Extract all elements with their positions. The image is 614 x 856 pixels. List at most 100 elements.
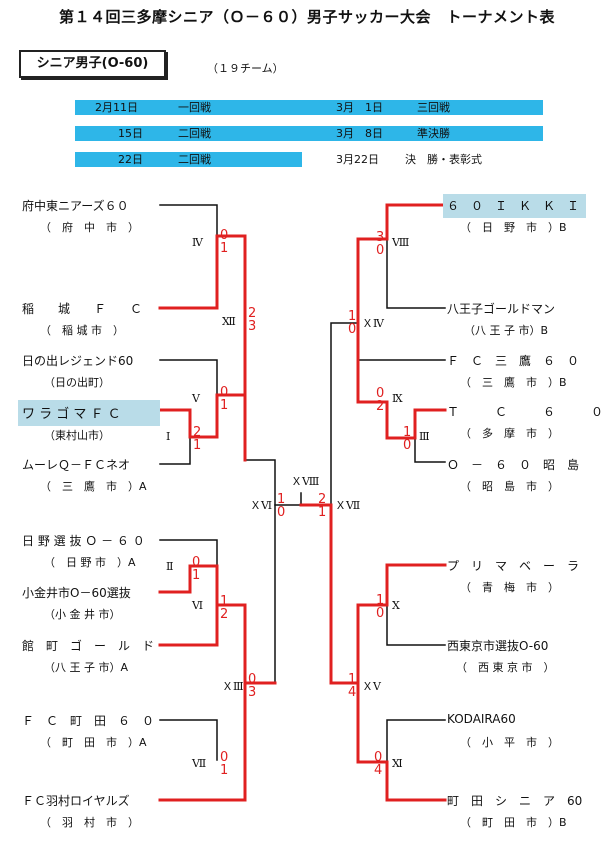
- team-name: 町 田 シ ニ ア 60: [447, 794, 583, 808]
- schedule-date: 3月22日: [336, 153, 379, 166]
- score: 0: [376, 386, 385, 401]
- team-name: ワ ラ ゴ マ Ｆ Ｃ: [22, 407, 121, 422]
- team-city: （ 三 鷹 市 ）B: [460, 376, 567, 389]
- team-highlight: [18, 400, 160, 426]
- team-name: 日 野 選 抜 Ｏ － ６ ０: [22, 534, 145, 548]
- team-name: Ｆ Ｃ 三 鷹 ６ ０: [447, 354, 580, 368]
- score: 1: [192, 568, 201, 583]
- score: 1: [220, 241, 229, 256]
- schedule-round: 一回戦: [178, 101, 211, 114]
- schedule-date: 15日: [118, 127, 143, 140]
- round-label: ＸⅢ: [222, 680, 244, 693]
- bracket-line: [386, 238, 446, 309]
- category-box: シニア男子(O-60): [19, 50, 166, 78]
- score: 0: [277, 505, 286, 520]
- team-name: 府中東ニアーズ６０: [22, 199, 129, 213]
- round-label: Ⅳ: [192, 236, 203, 249]
- schedule-round: 準決勝: [417, 127, 450, 140]
- schedule-round: 二回戦: [178, 127, 211, 140]
- round-label: ＸⅧ: [291, 475, 320, 488]
- score: 0: [348, 322, 357, 337]
- score: 1: [220, 398, 229, 413]
- score: 0: [220, 750, 229, 765]
- score: 1: [318, 505, 327, 520]
- schedule-round: 三回戦: [417, 101, 450, 114]
- score: 0: [376, 243, 385, 258]
- team-city: （ 多 摩 市 ）: [460, 427, 559, 440]
- team-name: 日の出レジェンド60: [22, 354, 134, 368]
- team-city: （ 日 野 市 ）B: [460, 221, 567, 234]
- bracket-line: [330, 322, 359, 506]
- team-city: （ 府 中 市 ）: [40, 221, 139, 234]
- team-city: （日の出町）: [44, 376, 110, 389]
- bracket-line: [414, 437, 446, 463]
- score: 0: [192, 555, 201, 570]
- team-city: （ 昭 島 市 ）: [460, 480, 559, 493]
- schedule-round: 決 勝・表彰式: [405, 153, 482, 166]
- score: 1: [348, 672, 357, 687]
- score: 0: [220, 228, 229, 243]
- round-label: Ⅱ: [166, 560, 174, 573]
- score: 3: [248, 319, 257, 334]
- bracket-line: [159, 436, 191, 465]
- score: 1: [348, 309, 357, 324]
- bracket-line: [159, 539, 218, 567]
- team-name: 小金井市O－60選抜: [22, 586, 131, 600]
- bracket-line: [158, 234, 247, 462]
- team-highlight: [443, 194, 586, 218]
- team-name: Ｏ － ６ ０ 昭 島: [447, 458, 580, 472]
- score: 4: [374, 763, 383, 778]
- team-city: （ 西 東 京 市 ）: [456, 661, 555, 674]
- score: 0: [374, 750, 383, 765]
- team-city: （ 羽 村 市 ）: [40, 816, 139, 829]
- round-label: Ⅶ: [192, 757, 207, 770]
- score: 2: [248, 306, 257, 321]
- score: 0: [403, 438, 412, 453]
- team-name: ６ ０ Ｉ Ｋ Ｋ Ｉ: [447, 199, 580, 213]
- bracket-line: [158, 681, 247, 802]
- round-label: Ⅷ: [392, 236, 410, 249]
- score: 3: [376, 230, 385, 245]
- bracket-line: [159, 719, 218, 761]
- bracket-line: [299, 503, 447, 685]
- schedule-date: 2月11日: [95, 101, 138, 114]
- score: 2: [318, 492, 327, 507]
- team-city: （ 小 平 市 ）: [460, 736, 559, 749]
- team-city: （八 王 子 市）B: [464, 324, 549, 337]
- bracket-line: [158, 564, 247, 607]
- team-city: （八 王 子 市）A: [44, 661, 129, 674]
- team-name: Ｆ Ｃ 町 田 ６ ０: [22, 714, 155, 728]
- round-label: Ⅸ: [392, 392, 403, 405]
- round-label: Ⅴ: [192, 392, 200, 405]
- bracket-line: [356, 203, 447, 325]
- round-label: Ⅰ: [166, 430, 171, 443]
- schedule-date: 3月 1日: [336, 101, 383, 114]
- score: 0: [220, 385, 229, 400]
- team-city: （ 町 田 市 ）B: [460, 816, 567, 829]
- bracket-line: [244, 459, 276, 684]
- schedule-bar-2: [75, 126, 543, 141]
- score: 1: [277, 492, 286, 507]
- score: 0: [376, 606, 385, 621]
- score: 1: [403, 425, 412, 440]
- round-label: Ⅲ: [419, 430, 430, 443]
- bracket-line: [386, 604, 446, 646]
- bracket-line: [356, 681, 447, 802]
- page-title: 第１４回三多摩シニア（Ｏ－６０）男子サッカー大会 トーナメント表: [58, 8, 555, 26]
- team-city: （ 青 梅 市 ）: [460, 581, 559, 594]
- schedule-round: 二回戦: [178, 153, 211, 166]
- score: 1: [376, 593, 385, 608]
- score: 4: [348, 685, 357, 700]
- round-label: Ⅵ: [192, 599, 204, 612]
- bracket-line: [159, 359, 218, 396]
- team-city: （ 日 野 市 ）A: [44, 556, 136, 569]
- team-name: 八王子ゴールドマン: [447, 302, 556, 316]
- round-label: ＸⅤ: [362, 680, 381, 693]
- score: 1: [220, 594, 229, 609]
- score: 1: [193, 438, 202, 453]
- team-name: ＦＣ羽村ロイヤルズ: [22, 794, 130, 808]
- bracket-line: [356, 400, 447, 440]
- schedule-bar-3: [75, 152, 302, 167]
- score: 3: [248, 685, 257, 700]
